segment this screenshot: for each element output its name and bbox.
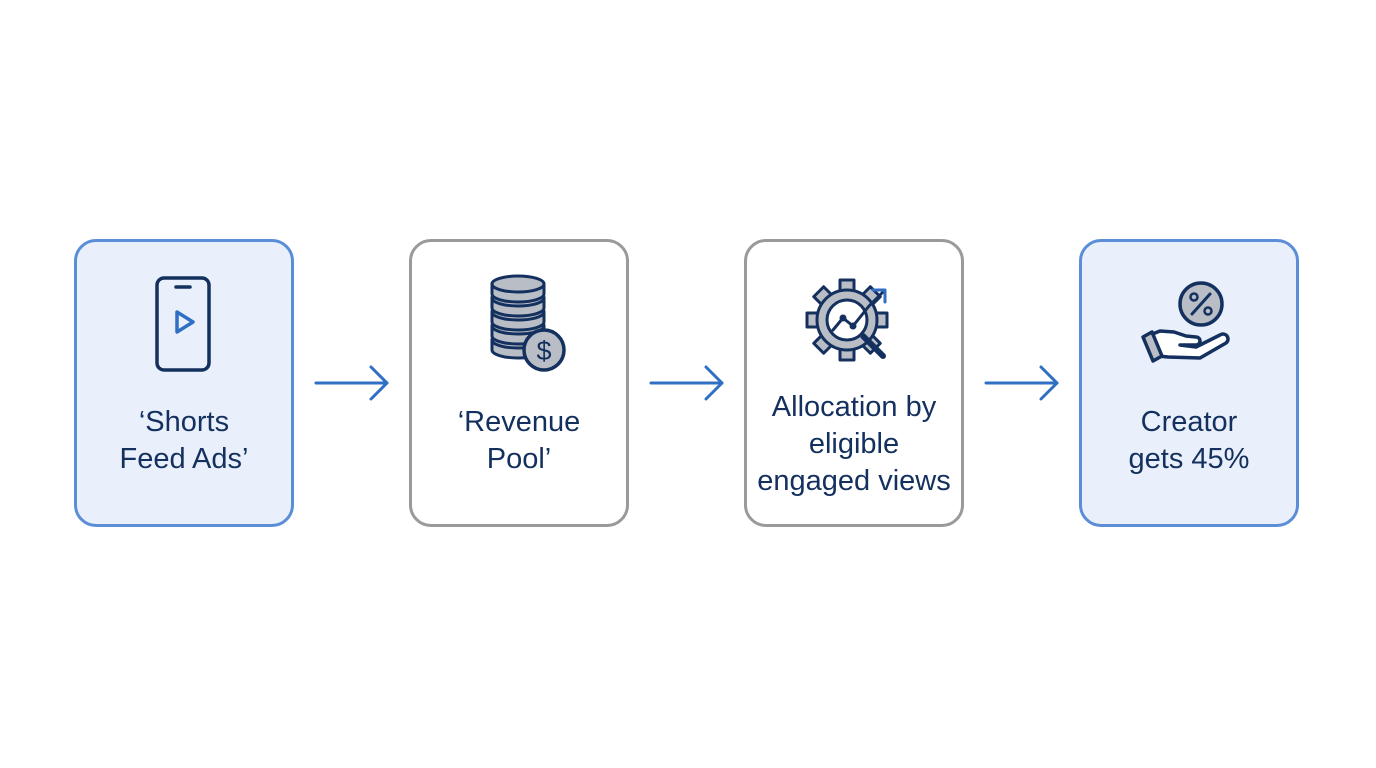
- step-creator-share: Creator gets 45%: [1079, 239, 1299, 527]
- step-label-line: engaged views: [757, 465, 951, 497]
- step-revenue-pool: $ ‘Revenue Pool’: [409, 239, 629, 527]
- step-label-line: eligible: [808, 428, 900, 460]
- step-label-line: ‘Shorts: [138, 406, 230, 438]
- step-label: Creator gets 45%: [1086, 404, 1292, 478]
- step-label-line: Creator: [1140, 406, 1238, 438]
- gear-analytics-magnifier-icon: [799, 270, 909, 380]
- hand-percent-coin-icon: [1134, 270, 1244, 380]
- svg-text:$: $: [536, 336, 551, 366]
- step-label-line: ‘Revenue: [457, 406, 581, 438]
- flow-arrow: [648, 363, 728, 403]
- flow-arrow: [983, 363, 1063, 403]
- step-allocation: Allocation by eligible engaged views: [744, 239, 964, 527]
- step-label: ‘Revenue Pool’: [416, 404, 622, 478]
- step-label-line: Pool’: [486, 443, 552, 475]
- step-label: Allocation by eligible engaged views: [751, 389, 957, 500]
- coin-stack-dollar-icon: $: [464, 270, 574, 380]
- step-label: ‘Shorts Feed Ads’: [81, 404, 287, 478]
- phone-video-icon: [129, 270, 239, 380]
- flow-arrow: [313, 363, 393, 403]
- step-label-line: Allocation by: [771, 391, 937, 423]
- step-shorts-feed-ads: ‘Shorts Feed Ads’: [74, 239, 294, 527]
- step-label-line: gets 45%: [1128, 443, 1250, 475]
- step-label-line: Feed Ads’: [119, 443, 249, 475]
